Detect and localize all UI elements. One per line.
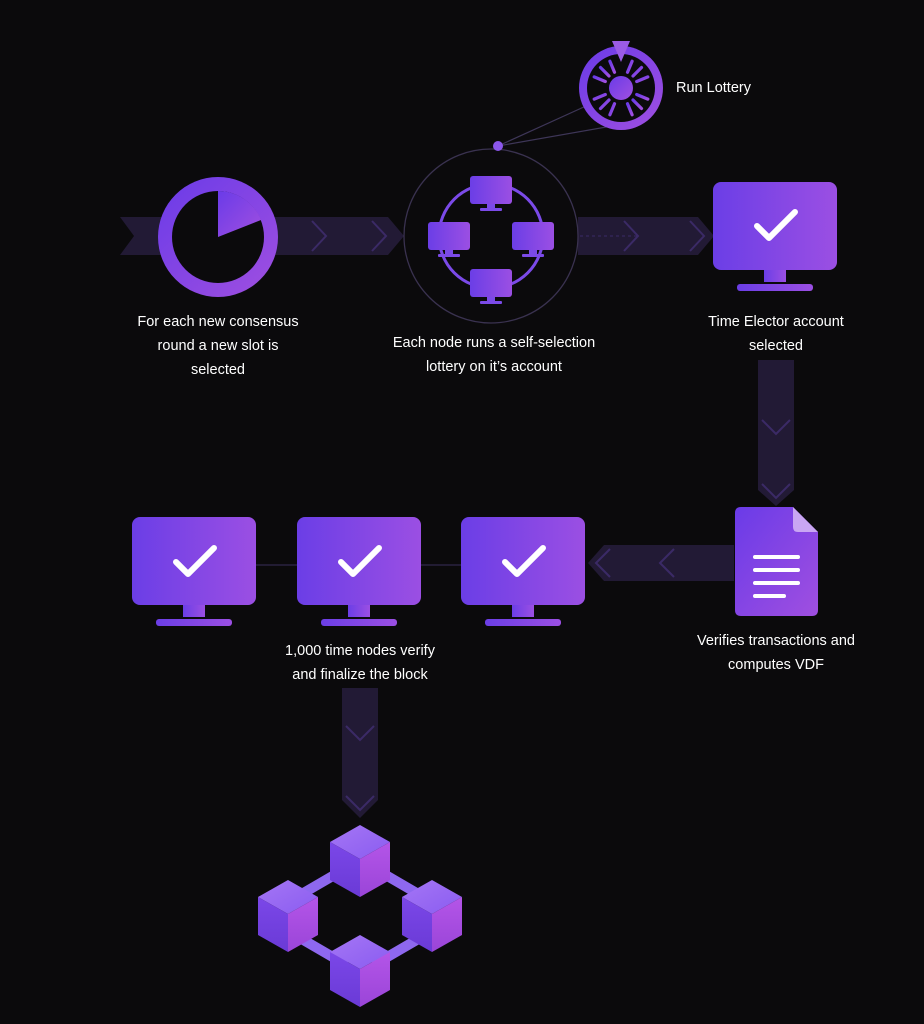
monitor-check-icon xyxy=(713,182,837,291)
block-cube xyxy=(258,880,318,952)
step-elector-label: Time Elector account selected xyxy=(708,314,844,354)
connector-dot xyxy=(493,141,503,151)
arrow-band-finalize-to-blockchain xyxy=(342,688,378,818)
step-slot-label: For each new consensus round a new slot … xyxy=(137,314,299,378)
arrow-band-elector-to-document xyxy=(758,360,794,506)
arrow-band-document-to-monitors xyxy=(588,545,734,581)
mini-monitors xyxy=(428,176,554,304)
document-icon xyxy=(735,507,818,616)
blockchain-icon xyxy=(258,825,462,1007)
mini-monitor-icon xyxy=(470,176,512,211)
arrow-band-lottery-to-elector xyxy=(578,217,714,255)
monitor-check-icon xyxy=(132,517,256,626)
clock-icon xyxy=(158,177,278,297)
step-verify-label: Verifies transactions and computes VDF xyxy=(697,633,855,673)
monitor-check-icon xyxy=(461,517,585,626)
connector-line xyxy=(497,125,613,147)
sun-wheel-icon xyxy=(579,41,663,130)
connector-line xyxy=(497,105,587,147)
monitor-check-icon xyxy=(297,517,421,626)
mini-monitor-icon xyxy=(470,269,512,304)
block-cube xyxy=(402,880,462,952)
step-finalize-label: 1,000 time nodes verify and finalize the… xyxy=(285,643,435,683)
block-cube xyxy=(330,825,390,897)
mini-monitor-icon xyxy=(428,222,470,257)
mini-monitor-icon xyxy=(512,222,554,257)
run-lottery-label: Run Lottery xyxy=(676,80,751,96)
block-cube xyxy=(330,935,390,1007)
step-lottery-label: Each node runs a self-selection lottery … xyxy=(392,335,596,375)
